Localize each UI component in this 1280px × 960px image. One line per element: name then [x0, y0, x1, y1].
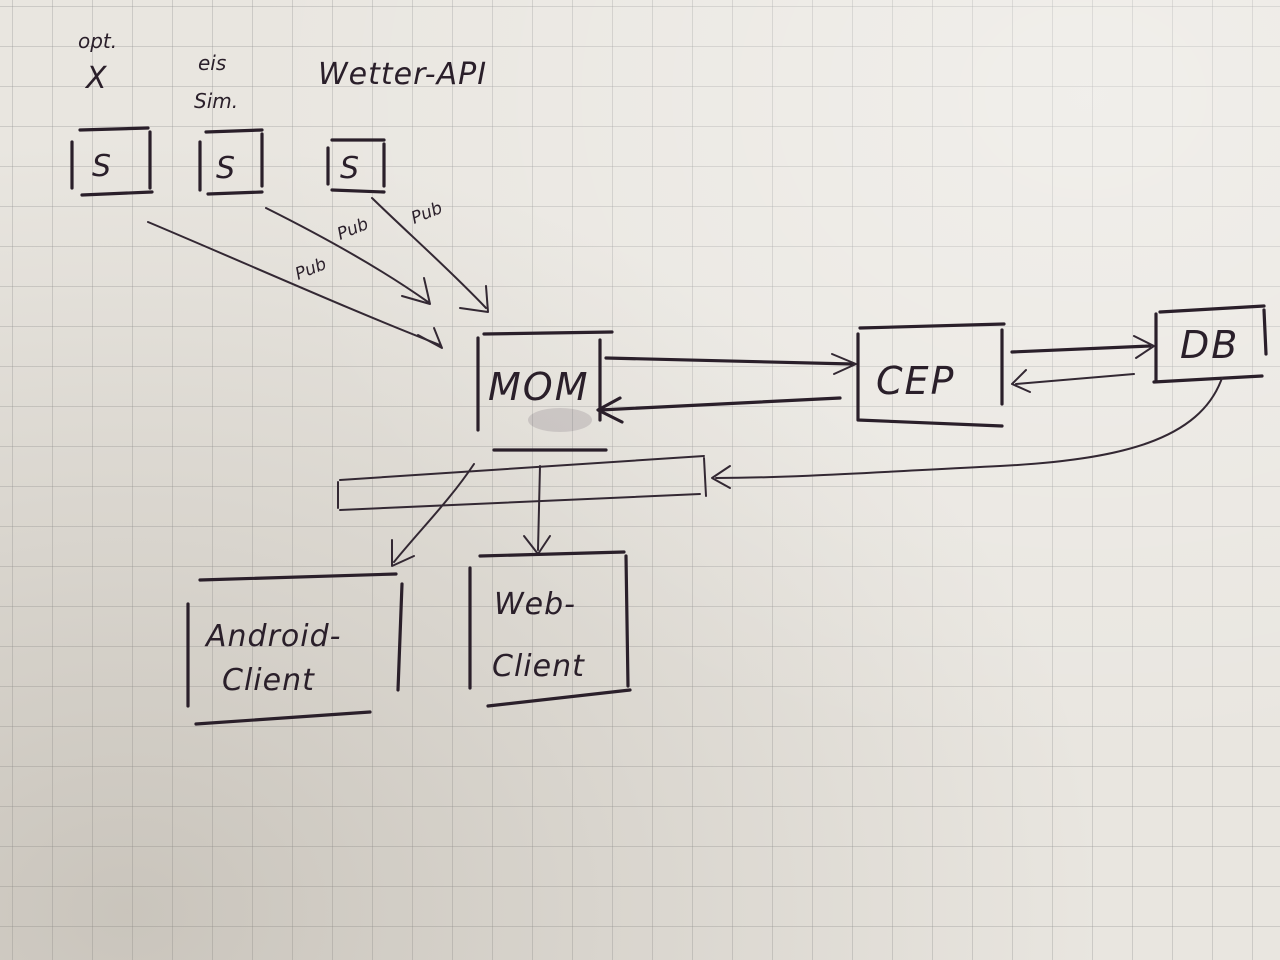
db-node: DB — [1152, 304, 1268, 384]
opt-label: opt. — [78, 29, 117, 53]
mom-to-cep-arrow — [604, 353, 857, 375]
pub-arrow-3: Pub — [371, 197, 489, 313]
sensor-box-1: S — [70, 126, 154, 197]
mom-label: MOM — [488, 365, 589, 409]
cep-node: CEP — [856, 322, 1006, 428]
db-to-interface-arrow — [711, 377, 1223, 489]
pub-label: Pub — [408, 198, 445, 228]
x-label: X — [84, 61, 108, 96]
wetter-api-label: Wetter-API — [318, 57, 487, 92]
cep-label: CEP — [876, 359, 955, 403]
sim-label: Sim. — [194, 89, 238, 113]
mom-node: MOM — [476, 330, 614, 452]
web-client-node: Web- Client — [468, 550, 632, 708]
source-label-optional: opt. X — [78, 29, 117, 96]
pub-arrow-2: Pub — [265, 207, 431, 305]
sensor-label: S — [216, 151, 236, 186]
db-label: DB — [1180, 323, 1239, 367]
sensor-box-3: S — [326, 138, 386, 194]
web-label-line2: Client — [492, 649, 585, 684]
pub-label: Pub — [334, 214, 371, 244]
sensor-label: S — [92, 149, 112, 184]
mom-to-web-arrow — [523, 465, 551, 555]
android-client-node: Android- Client — [186, 572, 404, 726]
mom-to-android-arrow — [391, 463, 475, 567]
pub-label: Pub — [292, 254, 329, 284]
sensor-label: S — [340, 151, 360, 186]
sensor-box-2: S — [198, 128, 264, 196]
cep-to-db-arrow — [1010, 335, 1155, 359]
android-label-line1: Android- — [204, 619, 341, 654]
interface-bar — [337, 455, 707, 511]
cep-to-mom-arrow — [596, 396, 842, 424]
pub-arrow-1: Pub — [147, 221, 443, 349]
web-label-line1: Web- — [494, 587, 576, 622]
android-label-line2: Client — [222, 663, 315, 698]
source-label-eis-sim: eis Sim. — [194, 51, 238, 113]
eis-label: eis — [198, 51, 226, 75]
ink-smudge — [528, 408, 592, 432]
db-to-cep-arrow — [1011, 369, 1135, 393]
